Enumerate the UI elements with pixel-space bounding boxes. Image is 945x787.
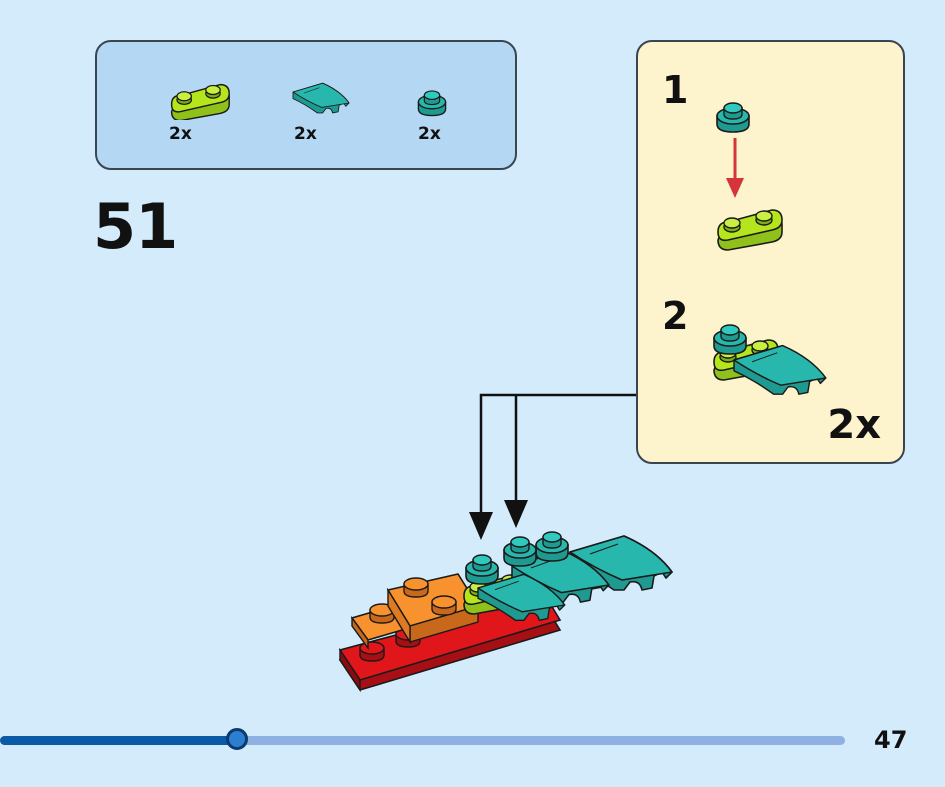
subassembly-panel: 1 2 2x [636,40,905,464]
connector-line [479,393,636,520]
part-item-lime-plate: 2x [163,70,253,150]
teal-round-plate-icon [535,531,569,562]
red-plate-piece [338,594,562,693]
progress-bar-fill [0,736,237,745]
teal-round-plate-icon [503,536,537,567]
orange-stud [403,577,429,598]
part-quantity: 2x [294,124,317,144]
part-item-teal-round: 2x [415,70,505,150]
progress-indicator [226,728,248,750]
parts-list-panel: 2x 2x 2x [95,40,517,170]
orange-stud [431,595,457,616]
arrow-head-icon [726,178,744,198]
down-arrow-icon [469,512,493,540]
red-stud [359,641,385,662]
progress-bar [0,728,845,750]
subassembly-illustration [713,102,827,395]
substep-number: 1 [662,68,689,112]
step-number: 51 [93,190,178,263]
substep-number: 2 [662,294,689,338]
part-quantity: 2x [418,124,441,144]
teal-round-plate-icon [465,554,499,585]
page-number: 47 [874,726,908,754]
subassembly-multiplier: 2x [827,402,881,448]
part-item-teal-wing: 2x [289,70,379,150]
down-arrow-icon [504,500,528,528]
part-quantity: 2x [169,124,192,144]
